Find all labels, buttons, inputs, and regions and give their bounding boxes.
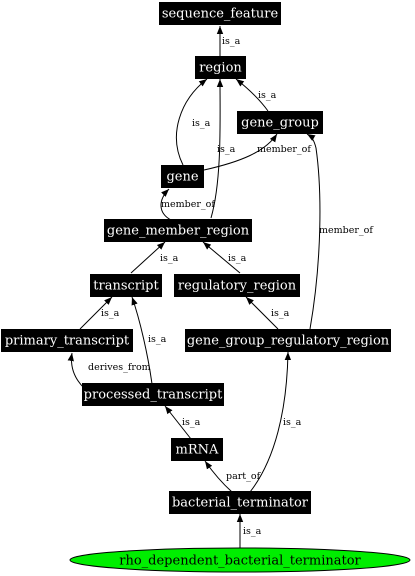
node-gene-group[interactable]: gene_group (237, 111, 323, 134)
edge-label: member_of (161, 199, 216, 210)
edge-transcript-gmr: is_a (130, 241, 179, 274)
edge-label: is_a (243, 526, 262, 537)
node-region[interactable]: region (195, 56, 246, 79)
node-gene-member-region[interactable]: gene_member_region (104, 219, 252, 242)
node-label: gene_member_region (107, 224, 250, 239)
edge-primary-transcript: is_a (79, 296, 120, 330)
edge-label: member_of (319, 225, 374, 236)
edge-rho-bt: is_a (236, 514, 262, 549)
edge-processed-primary: derives_from (67, 352, 151, 389)
edge-label: is_a (271, 308, 290, 319)
node-label: gene (166, 170, 198, 185)
edge-bt-mrna: part_of (204, 460, 262, 493)
edge-label: is_a (101, 308, 120, 319)
node-label: processed_transcript (84, 388, 223, 403)
node-label: region (199, 61, 242, 76)
edge-region-sequence-feature: is_a (216, 26, 241, 56)
edge-ggrr-regreg: is_a (245, 296, 290, 330)
node-processed-transcript[interactable]: processed_transcript (82, 383, 224, 406)
node-label: sequence_feature (162, 7, 279, 22)
edge-label: is_a (182, 417, 201, 428)
node-bacterial-terminator[interactable]: bacterial_terminator (169, 491, 311, 514)
node-label: transcript (93, 279, 159, 294)
edge-gmr-gene: member_of (160, 188, 216, 221)
edge-label: is_a (283, 417, 302, 428)
edge-label: is_a (160, 253, 179, 264)
node-label: gene_group (241, 116, 319, 131)
node-label: primary_transcript (5, 334, 130, 349)
edge-ggrr-gene-group: member_of (306, 133, 374, 330)
edge-label: is_a (228, 253, 247, 264)
edge-mrna-processed: is_a (164, 405, 201, 440)
edge-label: part_of (226, 471, 262, 482)
edge-bt-ggrr: is_a (249, 351, 302, 493)
nodes: sequence_feature region gene_group gene … (1, 2, 411, 573)
edges: is_a is_a is_a is_a member_of member_of (67, 26, 374, 549)
node-label: rho_dependent_bacterial_terminator (119, 554, 361, 569)
edge-regreg-gmr: is_a (202, 241, 247, 274)
edge-processed-transcript: is_a (131, 296, 167, 385)
node-mrna[interactable]: mRNA (171, 438, 223, 461)
edge-label: is_a (148, 334, 167, 345)
node-rho-dependent-bacterial-terminator[interactable]: rho_dependent_bacterial_terminator (69, 547, 411, 573)
edge-gene-region: is_a (176, 78, 211, 166)
edge-label: is_a (192, 118, 211, 129)
edge-label: is_a (217, 144, 236, 155)
node-gene-group-regulatory-region[interactable]: gene_group_regulatory_region (185, 329, 391, 352)
node-gene[interactable]: gene (161, 165, 204, 188)
edge-gmr-region: is_a (210, 78, 236, 219)
node-primary-transcript[interactable]: primary_transcript (1, 329, 133, 352)
edge-label: is_a (222, 36, 241, 47)
edge-gene-group-region: is_a (235, 78, 277, 112)
node-label: mRNA (176, 443, 219, 458)
node-label: regulatory_region (178, 279, 297, 294)
node-regulatory-region[interactable]: regulatory_region (174, 274, 300, 297)
edge-label: is_a (258, 90, 277, 101)
edge-gene-gene-group: member_of (203, 133, 312, 171)
node-label: gene_group_regulatory_region (187, 334, 390, 349)
node-transcript[interactable]: transcript (90, 274, 162, 297)
edge-label: member_of (257, 144, 312, 155)
node-label: bacterial_terminator (172, 496, 309, 511)
node-sequence-feature[interactable]: sequence_feature (159, 2, 281, 25)
edge-label: derives_from (88, 362, 151, 373)
